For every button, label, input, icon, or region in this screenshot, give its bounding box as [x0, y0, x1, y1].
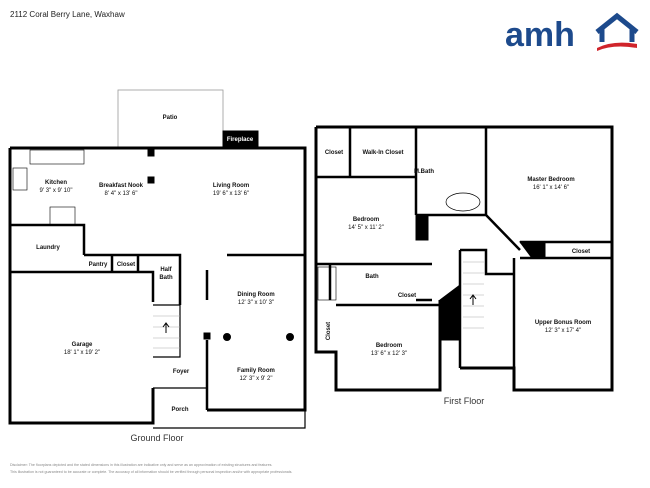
room-bedroom: Bedroom 13' 6" x 12' 3"	[371, 342, 407, 358]
room-family: Family Room 12' 3" x 9' 2"	[237, 367, 275, 383]
room-foyer: Foyer	[172, 368, 190, 375]
room-dimensions: 12' 3" x 9' 2"	[239, 376, 273, 382]
logo-text: amh	[505, 16, 575, 52]
room-garage: Garage 18' 1" x 19' 2"	[64, 341, 100, 357]
room-fireplace: Fireplace	[226, 136, 254, 143]
room-name: Kitchen	[44, 179, 67, 186]
room-patio: Patio	[162, 114, 178, 121]
logo-house-icon	[595, 12, 639, 42]
room-living: Living Room 19' 6" x 13' 6"	[213, 182, 249, 198]
first-floor-walls	[314, 125, 614, 392]
room-dining: Dining Room 12' 3" x 10' 3"	[237, 291, 274, 307]
room-dimensions: 12' 3" x 10' 3"	[237, 300, 275, 306]
room-bath: Bath	[365, 273, 379, 280]
room-dimensions: 14' 5" x 11' 2"	[348, 225, 384, 231]
room-laundry: Laundry	[36, 244, 60, 251]
room-name: Breakfast Nook	[98, 182, 144, 189]
room-name: Bedroom	[375, 342, 403, 349]
room-dimensions: 8' 4" x 13' 6"	[104, 191, 138, 197]
room-upper-bonus: Upper Bonus Room 12' 3" x 17' 4"	[535, 319, 591, 335]
disclaimer-line: Disclaimer: The floorplans depicted and …	[10, 463, 273, 467]
room-name: Master Bedroom	[527, 176, 575, 183]
room-closet: Closet	[324, 149, 344, 156]
property-address: 2112 Coral Berry Lane, Waxhaw	[10, 10, 125, 19]
room-dimensions: 16' 1" x 14' 6"	[532, 185, 570, 191]
room-master-bedroom: Master Bedroom 16' 1" x 14' 6"	[527, 176, 574, 192]
room-bedroom: Bedroom 14' 5" x 11' 2"	[348, 216, 384, 232]
room-closet: Closet	[571, 248, 591, 255]
room-dimensions: 9' 3" x 9' 10"	[39, 188, 73, 194]
room-dimensions: 12' 3" x 17' 4"	[544, 328, 582, 334]
amh-logo: amh	[505, 12, 639, 52]
room-dimensions: 19' 6" x 13' 6"	[212, 191, 250, 197]
room-closet: Closet	[397, 292, 417, 299]
room-name: Living Room	[212, 182, 250, 189]
logo-swoosh	[597, 42, 637, 51]
first-floor-title: First Floor	[443, 396, 485, 406]
room-name: Family Room	[237, 367, 275, 374]
room-dimensions: 13' 6" x 12' 3"	[370, 351, 408, 357]
room-name: Dining Room	[237, 291, 275, 298]
ground-floor-title: Ground Floor	[130, 433, 184, 443]
room-pantry: Pantry	[88, 261, 108, 268]
room-porch: Porch	[171, 406, 189, 413]
room-closet: Closet	[325, 321, 332, 341]
ground-floor-walls	[8, 89, 307, 429]
room-name: Upper Bonus Room	[534, 319, 592, 326]
room-name: Bedroom	[352, 216, 380, 223]
room-dimensions: 18' 1" x 19' 2"	[63, 350, 101, 356]
room-name: Garage	[71, 341, 93, 348]
room-half-bath: Half Bath	[159, 266, 173, 281]
room-closet: Closet	[116, 261, 136, 268]
room-walk-in-closet: Walk-In Closet	[362, 149, 404, 156]
room-breakfast-nook: Breakfast Nook 8' 4" x 13' 6"	[99, 182, 143, 198]
room-master-bath: M.Bath	[414, 168, 434, 175]
room-kitchen: Kitchen 9' 3" x 9' 10"	[40, 179, 73, 195]
disclaimer-line: This illustration is not guaranteed to b…	[10, 470, 293, 474]
